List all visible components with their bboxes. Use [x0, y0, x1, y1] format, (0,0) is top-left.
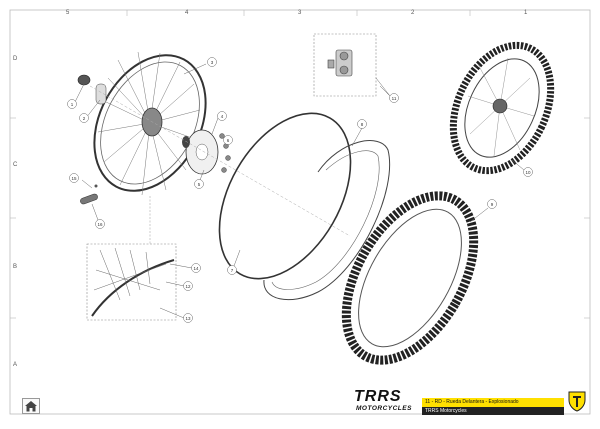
callout-1: 1	[71, 102, 74, 107]
callout-3: 3	[211, 60, 214, 65]
front-rim-assembly	[93, 51, 207, 196]
callouts	[67, 57, 533, 323]
spoke-detail-box	[86, 243, 177, 321]
callout-4: 4	[221, 114, 224, 119]
assembly-axis	[89, 85, 351, 237]
grid-row-c: C	[13, 162, 18, 168]
title-block: TRRS MOTORCYCLES 11 - RD - Rueda Delante…	[346, 386, 590, 416]
hub-detail	[327, 49, 353, 77]
grid-ticks	[10, 10, 590, 319]
callout-16: 16	[97, 222, 103, 227]
grid-col-1: 1	[524, 10, 528, 16]
hub-detail-box	[313, 33, 377, 97]
grid-col-2: 2	[411, 10, 415, 16]
drawing-title: 11 - RD - Rueda Delantera - Explosionado	[422, 398, 564, 407]
bearing-part	[182, 136, 190, 148]
grid-row-b: B	[13, 264, 18, 270]
callout-10: 10	[525, 170, 531, 175]
brake-disc	[185, 129, 219, 175]
grid-row-d: D	[13, 56, 18, 62]
inner-tube	[263, 140, 390, 301]
callout-11: 11	[392, 96, 397, 101]
grid-col-5: 5	[66, 10, 70, 16]
tyre	[341, 191, 479, 365]
logo-subtitle: MOTORCYCLES	[356, 405, 412, 412]
trrs-logo: TRRS	[354, 388, 402, 405]
disc-bolts	[219, 133, 231, 173]
callout-6: 6	[227, 138, 230, 143]
spoke-detail	[91, 247, 175, 317]
sheet-border	[9, 9, 591, 415]
grid-col-3: 3	[298, 10, 302, 16]
callout-5: 5	[198, 182, 201, 187]
callout-8: 8	[361, 122, 364, 127]
callout-12: 12	[185, 284, 191, 289]
company-name: TRRS Motorcycles	[422, 407, 564, 415]
seal-part	[77, 74, 91, 86]
assembled-wheel	[449, 41, 555, 175]
grid-row-a: A	[13, 362, 18, 368]
callout-14: 14	[193, 266, 199, 271]
grid-col-4: 4	[185, 10, 189, 16]
callout-9: 9	[491, 202, 494, 207]
home-button[interactable]	[22, 398, 40, 414]
callout-7: 7	[231, 268, 234, 273]
rim-band	[218, 112, 352, 280]
callout-13: 13	[185, 316, 191, 321]
callout-2: 2	[83, 116, 86, 121]
callout-numbers: 1 2 3 4 5 6 7 8 9 10 11 12 13 14 15 16	[71, 60, 531, 321]
callout-15: 15	[71, 176, 77, 181]
trrs-shield-icon	[568, 391, 586, 412]
home-icon	[25, 401, 37, 412]
spacer-part	[95, 83, 107, 105]
valve	[80, 184, 98, 205]
